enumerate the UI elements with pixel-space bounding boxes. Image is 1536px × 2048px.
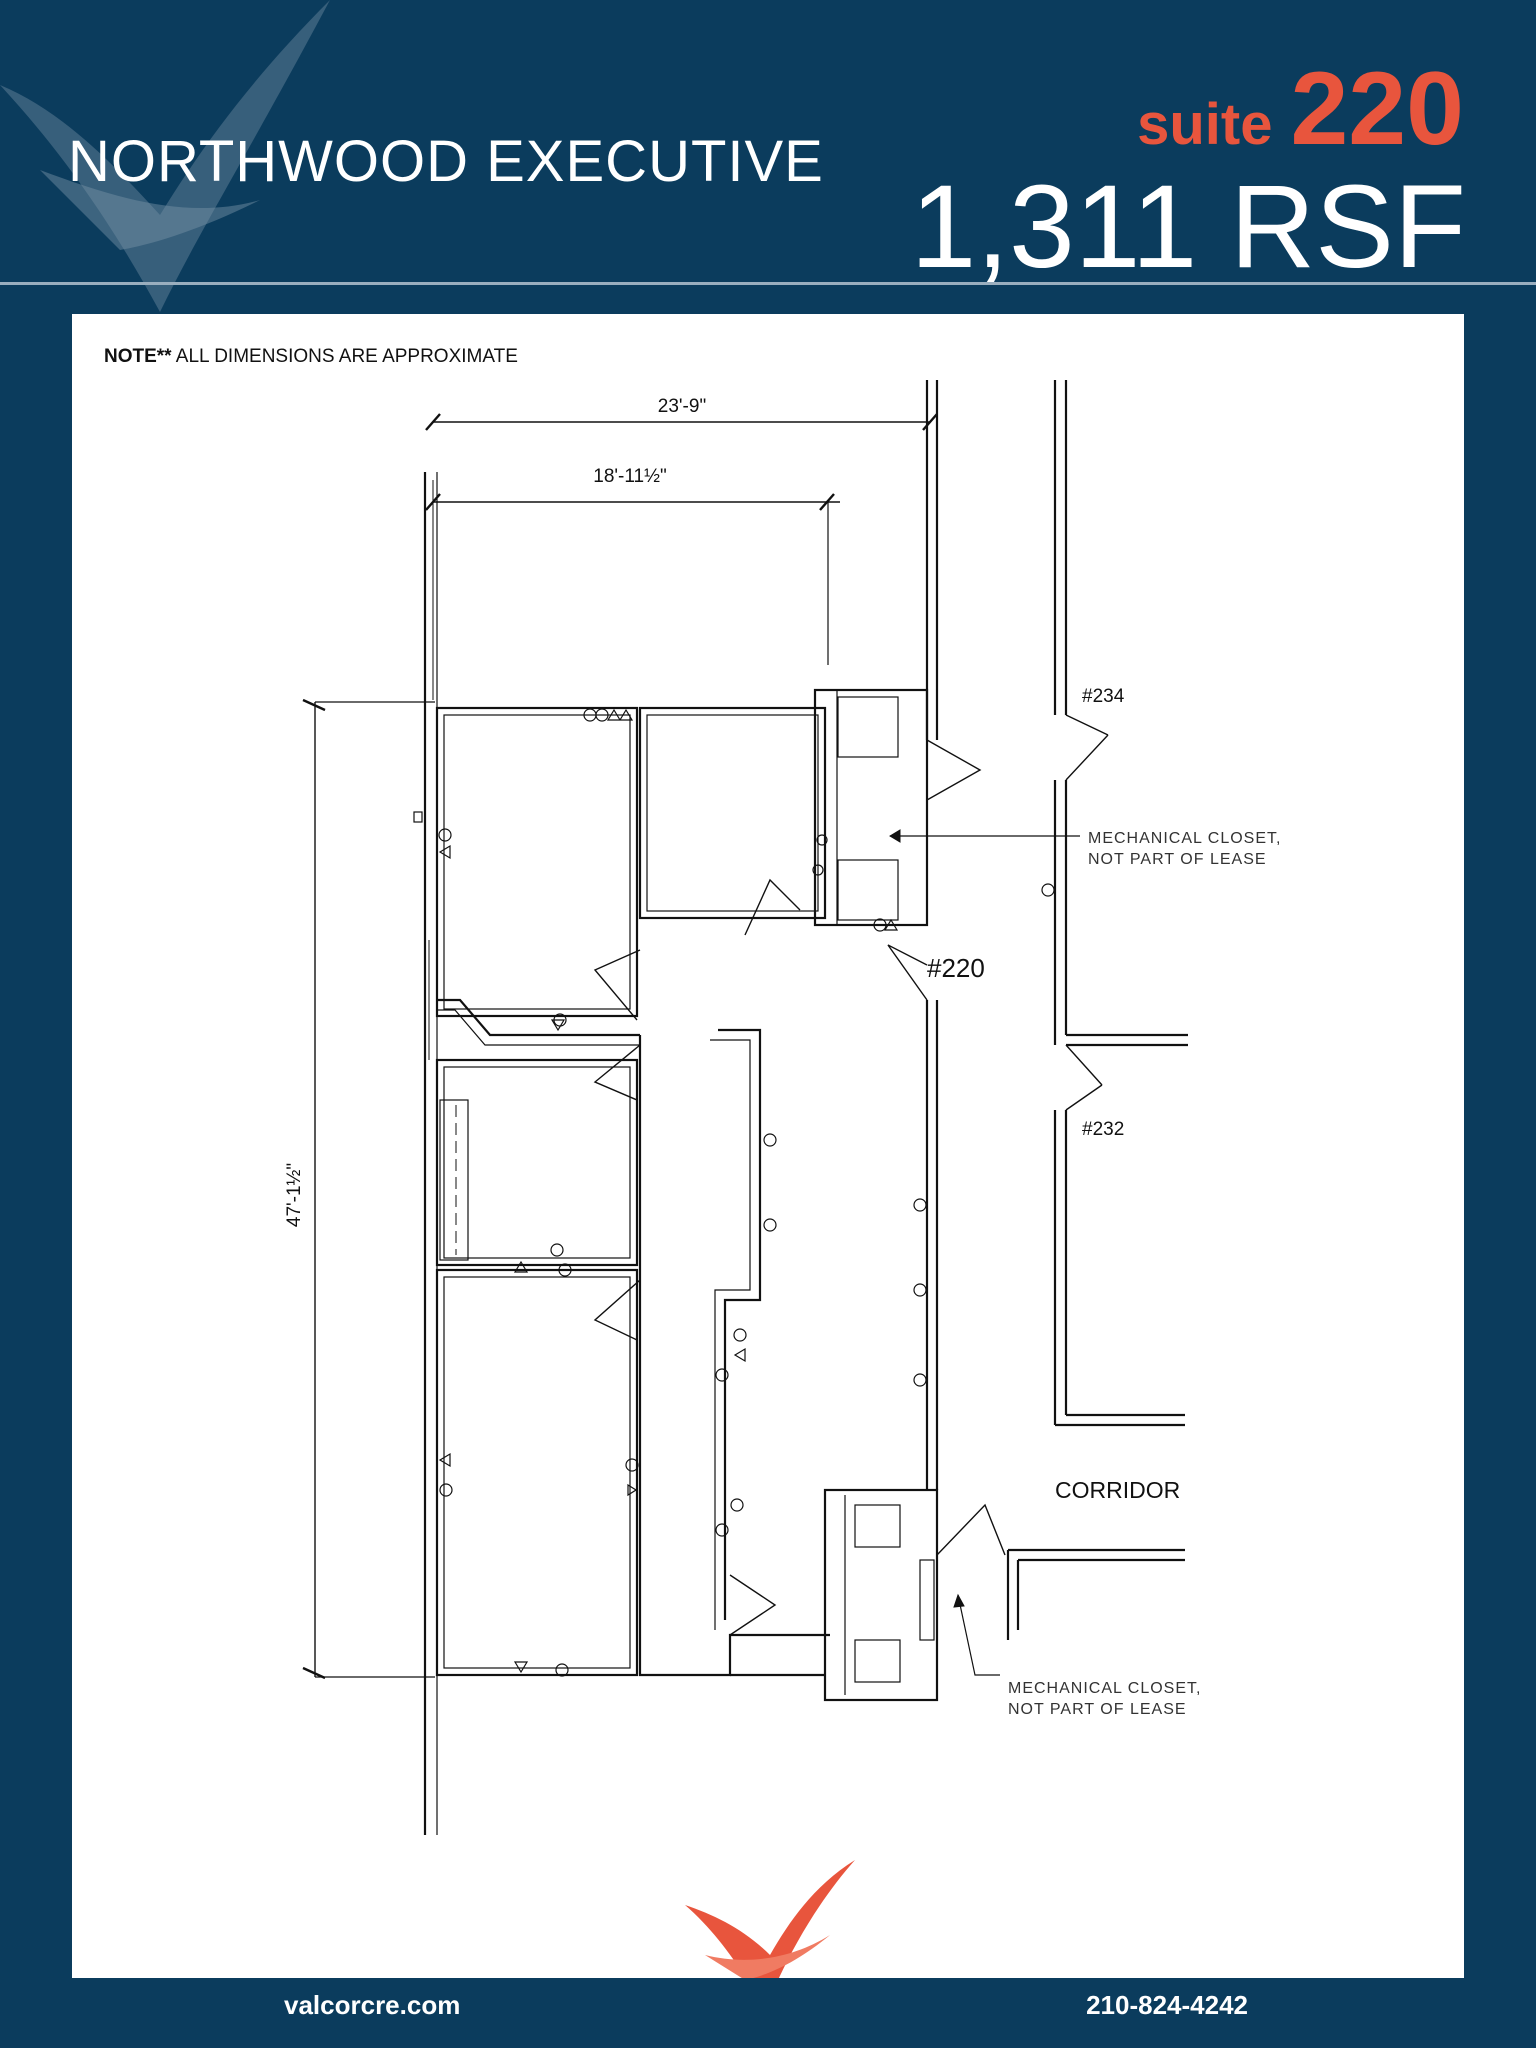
note-text: ALL DIMENSIONS ARE APPROXIMATE <box>171 346 518 367</box>
footer-swoosh-logo <box>685 1860 855 1978</box>
website-link[interactable]: valcorcre.com <box>284 1990 461 2020</box>
floorplan-drawing: 23'-9" 18'-11½" 47'-1½" #220 #234 #232 C… <box>284 380 1281 1978</box>
note-prefix: NOTE** <box>104 346 172 367</box>
mech-closet-bottom-line1: MECHANICAL CLOSET, <box>1008 1680 1201 1697</box>
mech-closet-top-line1: MECHANICAL CLOSET, <box>1088 830 1281 847</box>
unit-232-label: #232 <box>1082 1119 1124 1140</box>
suite-word: suite <box>1137 92 1273 157</box>
unit-234-label: #234 <box>1082 686 1125 707</box>
mech-closet-bottom-line2: NOT PART OF LEASE <box>1008 1701 1187 1718</box>
dimensions-note: NOTE** ALL DIMENSIONS ARE APPROXIMATE <box>104 346 518 368</box>
header-swoosh-logo <box>0 0 330 312</box>
suite-heading: suite 220 <box>1137 50 1464 169</box>
suite-number: 220 <box>1290 51 1464 167</box>
suite-area: 1,311 RSF <box>910 161 1466 293</box>
header-divider <box>0 282 1536 285</box>
phone-number[interactable]: 210-824-4242 <box>1086 1990 1248 2020</box>
corridor-label: CORRIDOR <box>1055 1477 1180 1503</box>
suite-number-label: #220 <box>927 953 985 983</box>
dim-inner-width-label: 18'-11½" <box>593 466 666 487</box>
mech-closet-top-line2: NOT PART OF LEASE <box>1088 851 1267 868</box>
building-name: NORTHWOOD EXECUTIVE <box>68 129 824 194</box>
dim-height-label: 47'-1½" <box>284 1163 305 1227</box>
dim-width-label: 23'-9" <box>658 396 706 417</box>
